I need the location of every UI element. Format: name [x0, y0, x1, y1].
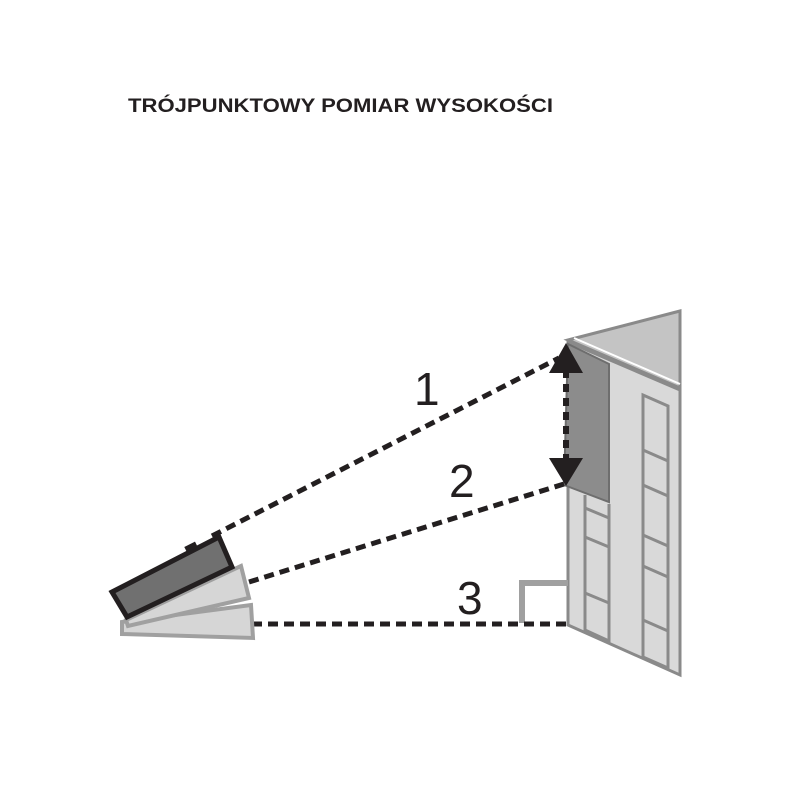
- arrow-head-up-icon: [549, 343, 583, 373]
- window-column-left: [583, 495, 611, 644]
- rangefinder-position-1: [108, 533, 236, 621]
- label-measurement-1: 1: [414, 363, 440, 415]
- building: [562, 309, 682, 678]
- window-column-right: [641, 392, 670, 671]
- height-double-arrow: [549, 343, 583, 486]
- rangefinder-position-2: [123, 563, 252, 629]
- diagram-title: TRÓJPUNKTOWY POMIAR WYSOKOŚCI: [128, 95, 553, 117]
- rangefinder-position-3: [120, 602, 256, 641]
- laser-rangefinder-positions: [108, 533, 256, 641]
- roof-trim: [573, 337, 681, 385]
- measurement-line-1: [210, 355, 561, 539]
- right-angle-marker: [519, 580, 568, 623]
- rangefinder-lens: [184, 541, 198, 553]
- building-roof: [563, 309, 682, 391]
- label-measurement-2: 2: [449, 455, 475, 507]
- label-measurement-3: 3: [457, 572, 483, 624]
- arrow-head-down-icon: [549, 458, 583, 486]
- measurement-line-2: [248, 481, 565, 585]
